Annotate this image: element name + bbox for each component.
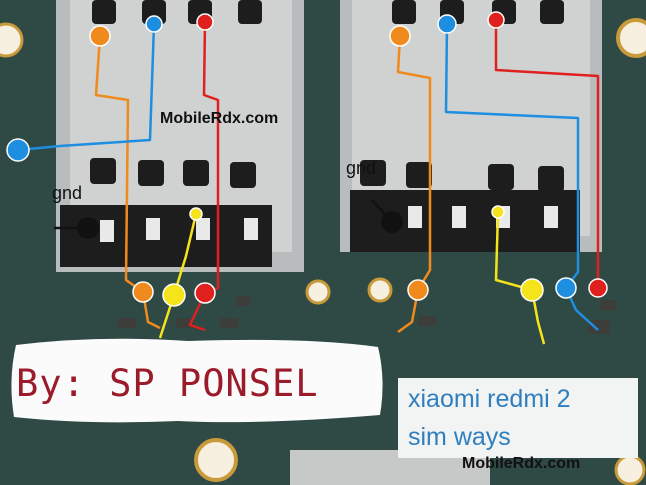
gold-pad-top-right xyxy=(616,18,646,58)
point-blue-left-side xyxy=(6,138,30,162)
smd-component xyxy=(236,296,250,306)
point-blue-right-bottom xyxy=(555,277,577,299)
sim-hole-right-4 xyxy=(538,166,564,192)
caption-background xyxy=(398,378,638,458)
wire-orange-left xyxy=(94,35,144,294)
sim-hole-left-1 xyxy=(90,158,116,184)
wire-red-right xyxy=(494,20,600,288)
sim-hole-left-2 xyxy=(138,160,164,186)
sim-hole-right-top-4 xyxy=(540,0,564,24)
gold-pad-center-right xyxy=(367,277,393,303)
smd-component xyxy=(588,320,610,334)
smd-component xyxy=(418,316,436,326)
wires-left xyxy=(17,21,220,339)
sim-pin-right-2 xyxy=(452,206,466,228)
sim-pin-left-3 xyxy=(196,218,210,240)
sim-hole-left-top-4 xyxy=(238,0,262,24)
point-yellow-right-bottom xyxy=(520,278,544,302)
gnd-label-left: gnd xyxy=(52,183,83,203)
caption-line-2: sim ways xyxy=(408,423,511,451)
gold-pad-bottom xyxy=(194,438,238,482)
sim-hole-left-4 xyxy=(230,162,256,188)
caption-line-1: xiaomi redmi 2 xyxy=(408,385,571,413)
point-gnd-left xyxy=(77,217,99,239)
smd-component xyxy=(220,318,238,328)
point-orange-right-top xyxy=(389,25,411,47)
smd-component xyxy=(176,318,194,328)
sim-pin-right-4 xyxy=(544,206,558,228)
point-red-right-bottom xyxy=(588,278,608,298)
wire-blue-left xyxy=(17,23,156,152)
sim-hole-right-2 xyxy=(406,162,432,188)
sim-hole-right-3 xyxy=(488,164,514,190)
point-red-left-top xyxy=(196,13,214,31)
point-gnd-right xyxy=(381,211,403,233)
credit-text: By: SP PONSEL xyxy=(16,362,319,405)
point-yellow-left-pin xyxy=(189,207,203,221)
watermark-top: MobileRdx.com xyxy=(160,110,279,127)
wire-red-left-tail xyxy=(188,292,207,332)
wire-yellow-left xyxy=(158,213,198,339)
watermark-bottom: MobileRdx.com xyxy=(462,455,581,472)
smd-component xyxy=(600,300,616,310)
smd-component xyxy=(118,318,136,328)
point-orange-left-top xyxy=(89,25,111,47)
sim-pin-left-4 xyxy=(244,218,258,240)
smd-components xyxy=(118,296,616,334)
point-red-right-top xyxy=(487,11,505,29)
point-yellow-left-bottom xyxy=(162,283,186,307)
point-orange-left-bottom xyxy=(132,281,154,303)
sim-hole-right-1 xyxy=(360,160,386,186)
point-blue-right-top xyxy=(437,14,457,34)
wire-orange-right-tail xyxy=(397,289,420,334)
sim-tray-right xyxy=(340,0,602,252)
point-orange-right-bottom xyxy=(407,279,429,301)
point-blue-left-top xyxy=(145,15,163,33)
wire-blue-right xyxy=(444,23,580,289)
gold-pad-top-left xyxy=(0,22,24,58)
credit-background xyxy=(11,338,383,423)
sim-hole-left-top-1 xyxy=(92,0,116,24)
sim-hole-left-3 xyxy=(183,160,209,186)
sim-pin-left-1 xyxy=(100,220,114,242)
sim-hole-right-top-1 xyxy=(392,0,416,24)
gold-pad-center xyxy=(305,279,331,305)
point-yellow-right-pin xyxy=(491,205,505,219)
gold-pad-bottom-right xyxy=(614,454,646,485)
sim-tray-left xyxy=(56,0,304,272)
sim-pin-left-2 xyxy=(146,218,160,240)
wire-orange-right xyxy=(396,35,432,291)
point-red-left-bottom xyxy=(194,282,216,304)
sim-pin-right-1 xyxy=(408,206,422,228)
gnd-label-right: gnd xyxy=(346,158,377,178)
